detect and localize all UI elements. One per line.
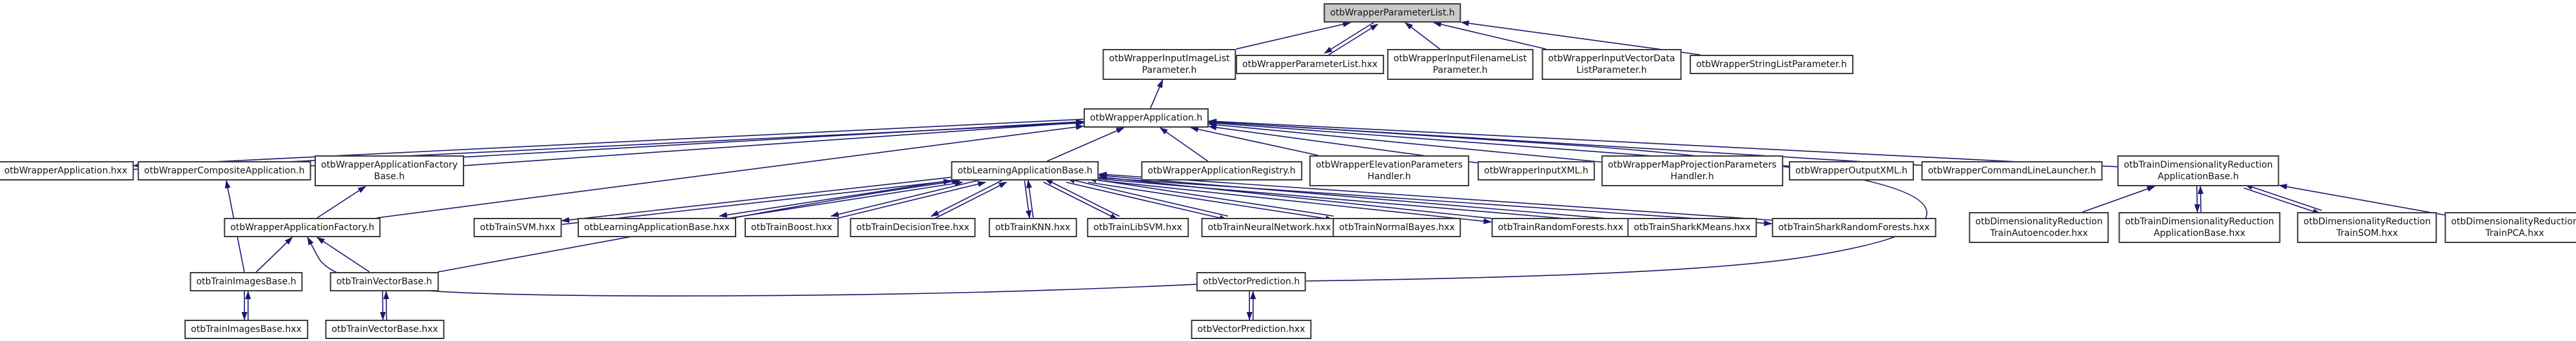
include-edge <box>1149 79 1164 109</box>
graph-node-dimredsom[interactable]: otbDimensionalityReduction TrainSOM.hxx <box>2297 212 2437 243</box>
graph-node-learningbase[interactable]: otbLearningApplicationBase.h <box>951 161 1099 180</box>
graph-node-outputxml[interactable]: otbWrapperOutputXML.h <box>1788 161 1915 180</box>
graph-node-inputvectordata[interactable]: otbWrapperInputVectorData ListParameter.… <box>1541 49 1682 80</box>
graph-node-traindecisiontree[interactable]: otbTrainDecisionTree.hxx <box>850 218 976 237</box>
include-edge <box>1026 179 1034 218</box>
include-edge <box>2194 186 2200 213</box>
graph-node-stringlist[interactable]: otbWrapperStringListParameter.h <box>1690 55 1853 74</box>
include-edge <box>1432 21 1547 50</box>
include-edge <box>2198 185 2204 212</box>
graph-node-root[interactable]: otbWrapperParameterList.h <box>1323 3 1461 23</box>
graph-node-trainsharkrf[interactable]: otbTrainSharkRandomForests.hxx <box>1771 218 1937 237</box>
include-edge <box>463 120 1084 166</box>
include-edge <box>1066 181 1228 221</box>
include-edge <box>1047 127 1125 162</box>
include-edge <box>832 181 986 220</box>
include-edge <box>1066 177 1229 217</box>
include-edge <box>1326 23 1379 57</box>
graph-node-composite[interactable]: otbWrapperCompositeApplication.h <box>137 161 311 180</box>
graph-node-trainimagesbase[interactable]: otbTrainImagesBase.h <box>190 272 303 291</box>
include-edge <box>316 237 370 273</box>
graph-node-trainvectorbasehxx[interactable]: otbTrainVectorBase.hxx <box>325 320 445 339</box>
include-edge <box>307 237 1196 297</box>
include-edge <box>133 119 1084 168</box>
include-edge <box>930 178 1006 217</box>
graph-node-vectorpredictionhxx[interactable]: otbVectorPrediction.hxx <box>1191 320 1312 339</box>
graph-node-trainneuralnetwork[interactable]: otbTrainNeuralNetwork.hxx <box>1201 218 1338 237</box>
graph-node-trainboost[interactable]: otbTrainBoost.hxx <box>745 218 839 237</box>
graph-node-commandline[interactable]: otbWrapperCommandLineLauncher.h <box>1921 161 2103 180</box>
graph-node-inputfilenamelist[interactable]: otbWrapperInputFilenameList Parameter.h <box>1387 49 1534 80</box>
include-edge <box>830 178 985 217</box>
include-edge <box>317 186 367 219</box>
include-edge <box>1088 181 1334 222</box>
graph-node-trainknn[interactable]: otbTrainKNN.hxx <box>988 218 1077 237</box>
graph-node-dimredbase[interactable]: otbTrainDimensionalityReduction Applicat… <box>2117 155 2279 186</box>
include-edge <box>380 291 386 321</box>
graph-node-applicationhxx[interactable]: otbWrapperApplication.hxx <box>0 161 134 180</box>
graph-node-trainrandomforests[interactable]: otbTrainRandomForests.hxx <box>1491 218 1630 237</box>
graph-node-dimredbasehxx[interactable]: otbTrainDimensionalityReduction Applicat… <box>2118 212 2281 243</box>
graph-node-trainimagesbasehxx[interactable]: otbTrainImagesBase.hxx <box>184 320 308 339</box>
include-edge <box>255 237 293 273</box>
graph-node-paramlisthxx[interactable]: otbWrapperParameterList.hxx <box>1236 55 1384 74</box>
graph-node-application[interactable]: otbWrapperApplication.h <box>1083 108 1209 128</box>
graph-node-trainsvm[interactable]: otbTrainSVM.hxx <box>473 218 562 237</box>
include-edge <box>1159 127 1209 162</box>
include-edge <box>2082 186 2156 213</box>
include-edge <box>383 290 389 320</box>
graph-node-vectorprediction[interactable]: otbVectorPrediction.h <box>1196 272 1307 291</box>
graph-node-trainnormalbayes[interactable]: otbTrainNormalBayes.hxx <box>1332 218 1461 237</box>
include-edge <box>1024 180 1032 219</box>
graph-node-inputimagelist[interactable]: otbWrapperInputImageList Parameter.h <box>1102 49 1236 80</box>
graph-node-learningbasehxx[interactable]: otbLearningApplicationBase.hxx <box>578 218 736 237</box>
include-edge <box>719 180 964 220</box>
include-edge <box>2278 184 2445 216</box>
include-edge <box>1043 181 1118 220</box>
include-edge <box>1044 178 1120 217</box>
include-edge <box>561 177 951 223</box>
include-edge <box>932 181 1008 220</box>
include-edge <box>2243 187 2321 215</box>
include-edge <box>1189 126 1318 156</box>
graph-node-trainlibsvm[interactable]: otbTrainLibSVM.hxx <box>1087 218 1189 237</box>
include-edge <box>1088 177 1334 217</box>
include-edge <box>2244 184 2322 211</box>
graph-node-elevation[interactable]: otbWrapperElevationParameters Handler.h <box>1309 155 1469 186</box>
graph-node-registry[interactable]: otbWrapperApplicationRegistry.h <box>1141 161 1302 180</box>
include-edge <box>718 178 962 218</box>
graph-node-trainsharkkmeans[interactable]: otbTrainSharkKMeans.hxx <box>1627 218 1757 237</box>
graph-node-factorybase[interactable]: otbWrapperApplicationFactory Base.h <box>315 155 464 186</box>
graph-node-trainvectorbase[interactable]: otbTrainVectorBase.h <box>329 272 439 291</box>
graph-node-dimredpca[interactable]: otbDimensionalityReduction TrainPCA.hxx <box>2444 212 2576 243</box>
include-edge <box>1404 22 1440 50</box>
include-edge <box>1098 180 1492 224</box>
include-edge <box>1208 119 1927 282</box>
graph-node-appfactory[interactable]: otbWrapperApplicationFactory.h <box>224 218 381 237</box>
graph-node-inputxml[interactable]: otbWrapperInputXML.h <box>1478 161 1595 180</box>
include-edge <box>1236 21 1352 50</box>
include-edge <box>1323 20 1376 54</box>
graph-node-mapprojection[interactable]: otbWrapperMapProjectionParameters Handle… <box>1601 155 1783 186</box>
graph-node-dimredauto[interactable]: otbDimensionalityReduction TrainAutoenco… <box>1969 212 2109 243</box>
